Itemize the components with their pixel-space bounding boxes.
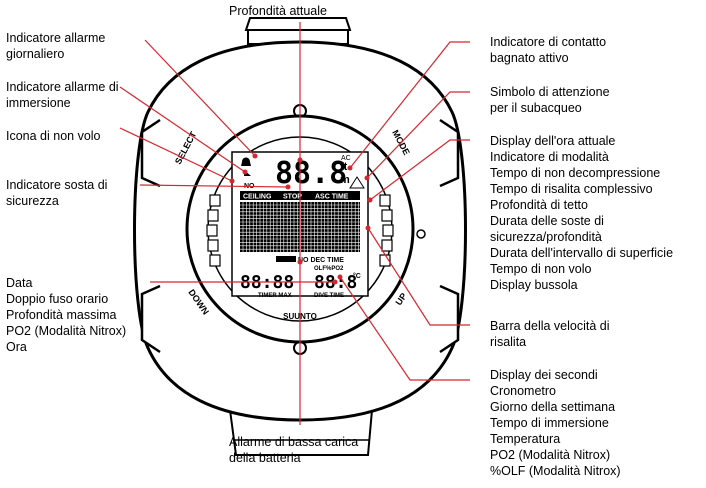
label-right-middle-group: Display dell'ora attuale Indicatore di m…: [490, 133, 673, 293]
label-line: Allarme di bassa carica: [229, 435, 359, 449]
bezel-ticks: [206, 194, 394, 267]
label-line: Display dell'ora attuale: [490, 134, 616, 148]
label-line: Data: [6, 276, 33, 290]
battery-icon: [276, 256, 296, 262]
dive-time: DIVE TIME: [314, 293, 344, 299]
label-line-po2: PO2 (Modalità Nitrox): [6, 324, 127, 338]
label-line: PO2 (Modalità Nitrox): [490, 448, 611, 462]
label-line: Temperatura: [490, 432, 561, 446]
label-line: bagnato attivo: [490, 51, 569, 65]
side-button-down[interactable]: [140, 284, 161, 354]
label-daily-alarm: Indicatore allarme giornaliero: [6, 30, 105, 62]
seg-no-dec-time: NO DEC TIME: [298, 257, 344, 264]
seg-ceiling: CEILING: [243, 194, 272, 201]
label-line: immersione: [6, 96, 71, 110]
seg-stop: STOP: [283, 194, 302, 201]
label-line: %OLF (Modalità Nitrox): [490, 464, 621, 478]
label-line: Tempo di non decompressione: [490, 166, 661, 180]
side-pin: [416, 229, 426, 239]
label-current-depth: Profondità attuale: [229, 4, 327, 18]
label-wet-contact: Indicatore di contatto bagnato attivo: [490, 34, 606, 66]
side-button-mode[interactable]: [439, 118, 460, 188]
label-line: Indicatore di contatto: [490, 35, 607, 49]
bell-icon: [241, 157, 251, 166]
label-left-bottom-group: Data Doppio fuso orario Profondità massi…: [6, 275, 126, 355]
side-button-up[interactable]: [439, 284, 460, 354]
label-line: Doppio fuso orario: [6, 292, 109, 306]
label-line: giornaliero: [6, 47, 65, 61]
olf-po2: OLF%PO2: [314, 266, 344, 272]
unit-m: m: [340, 174, 350, 186]
label-line: Tempo di immersione: [490, 416, 609, 430]
label-line: Tempo di risalita complessivo: [490, 182, 653, 196]
label-line: Display dei secondi: [490, 368, 598, 382]
label-low-battery: Allarme di bassa carica della batteria: [229, 434, 358, 466]
label-line: Barra della velocità di: [490, 319, 610, 333]
label-line: risalita: [490, 335, 527, 349]
label-line: Indicatore allarme di: [6, 80, 119, 94]
label-line: Durata delle soste di: [490, 214, 604, 228]
label-dive-alarm: Indicatore allarme di immersione: [6, 79, 119, 111]
label-line: Cronometro: [490, 384, 556, 398]
label-line: Ora: [6, 340, 27, 354]
label-line: Display bussola: [490, 278, 578, 292]
label-line: Indicatore sosta di: [6, 178, 108, 192]
watch-strap-top: [244, 17, 352, 45]
label-line: Simbolo di attenzione: [490, 85, 610, 99]
label-line: Indicatore allarme: [6, 31, 106, 45]
label-ascent-rate: Barra della velocità di risalita: [490, 318, 610, 350]
label-diver-attention: Simbolo di attenzione per il subacqueo: [490, 84, 610, 116]
label-line: Tempo di non volo: [490, 262, 592, 276]
side-button-select[interactable]: [140, 118, 161, 188]
label-line: della batteria: [229, 451, 301, 465]
label-line: Profondità di tetto: [490, 198, 588, 212]
label-line: Icona di non volo: [6, 129, 101, 143]
leader-lines: [119, 22, 470, 425]
label-right-bottom-group: Display dei secondi Cronometro Giorno de…: [490, 367, 621, 479]
deg-c: °C: [353, 272, 361, 280]
label-line: Profondità massima: [6, 308, 117, 322]
seg-asc-time: ASC TIME: [315, 194, 349, 201]
unit-ft: ft: [340, 161, 348, 173]
label-line: sicurezza/profondità: [490, 230, 602, 244]
ac-indicator: AC: [341, 155, 351, 162]
label-safety-stop: Indicatore sosta di sicurezza: [6, 177, 107, 209]
label-line: sicurezza: [6, 194, 59, 208]
attention-triangle-icon: [349, 176, 365, 189]
label-line: Durata dell'intervallo di superficie: [490, 246, 674, 260]
timer-max: TIMER MAX: [258, 293, 292, 299]
label-line: per il subacqueo: [490, 101, 582, 115]
leader-dots: [229, 153, 373, 285]
label-line: Indicatore di modalità: [490, 150, 609, 164]
label-line: Giorno della settimana: [490, 400, 616, 414]
label-no-fly-icon: Icona di non volo: [6, 128, 101, 144]
